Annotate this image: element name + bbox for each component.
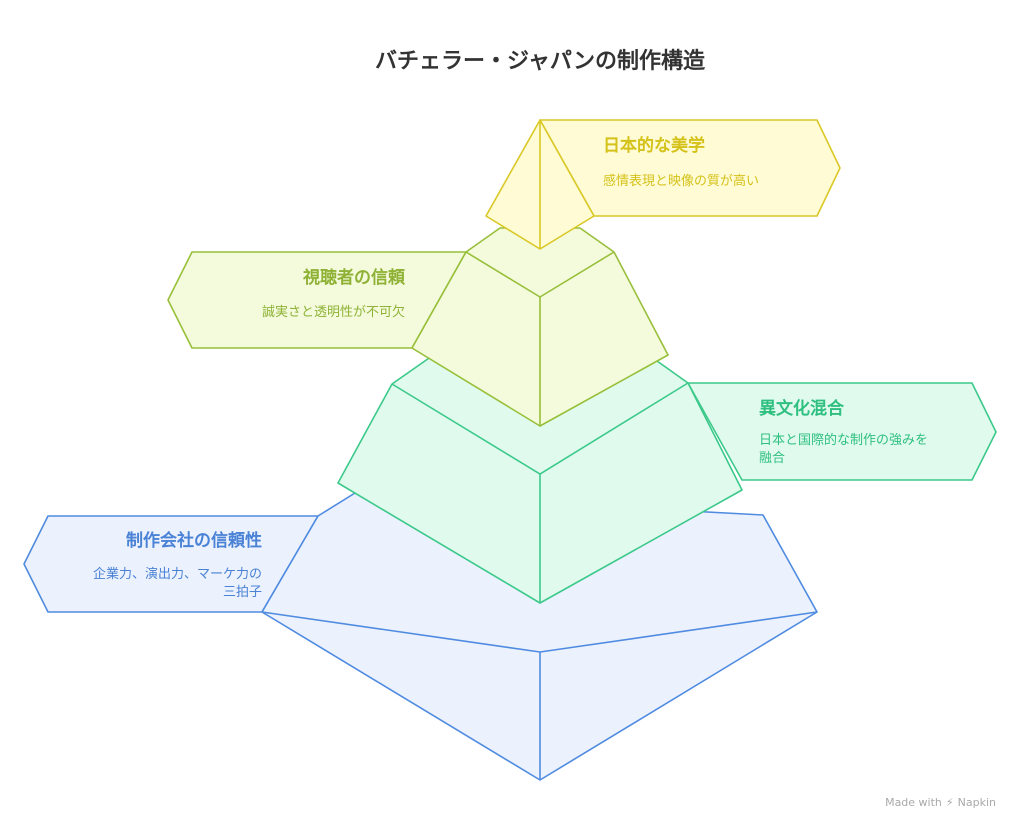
level-company-trust: 制作会社の信頼性 企業力、演出力、マーケ力の 三拍子 xyxy=(23,492,818,781)
watermark-prefix: Made with xyxy=(885,796,942,809)
level-aesthetics: 日本的な美学 感情表現と映像の質が高い xyxy=(485,119,841,250)
napkin-logo-icon: ⚡ xyxy=(945,796,954,809)
napkin-watermark: Made with ⚡ Napkin xyxy=(885,796,996,809)
label-banner-cross-culture xyxy=(687,382,997,481)
label-banner-viewer-trust xyxy=(167,251,467,349)
level-desc-viewer-trust-1: 誠実さと透明性が不可欠 xyxy=(262,304,405,320)
level-desc-company-trust-1: 企業力、演出力、マーケ力の xyxy=(93,566,262,582)
level-desc-aesthetics-1: 感情表現と映像の質が高い xyxy=(603,173,759,189)
level-viewer-trust: 視聴者の信頼 誠実さと透明性が不可欠 xyxy=(167,227,669,427)
level-title-cross-culture: 異文化混合 xyxy=(759,398,845,419)
level-title-company-trust: 制作会社の信頼性 xyxy=(126,530,262,551)
level-title-viewer-trust: 視聴者の信頼 xyxy=(302,267,406,288)
level-desc-company-trust-2: 三拍子 xyxy=(223,585,262,600)
label-banner-company-trust xyxy=(23,515,319,613)
watermark-brand: Napkin xyxy=(957,796,996,809)
level-desc-cross-culture-1: 日本と国際的な制作の強みを xyxy=(759,432,928,448)
page-title: バチェラー・ジャパンの制作構造 xyxy=(375,48,705,74)
level-title-aesthetics: 日本的な美学 xyxy=(603,135,705,156)
level-desc-cross-culture-2: 融合 xyxy=(759,451,785,466)
